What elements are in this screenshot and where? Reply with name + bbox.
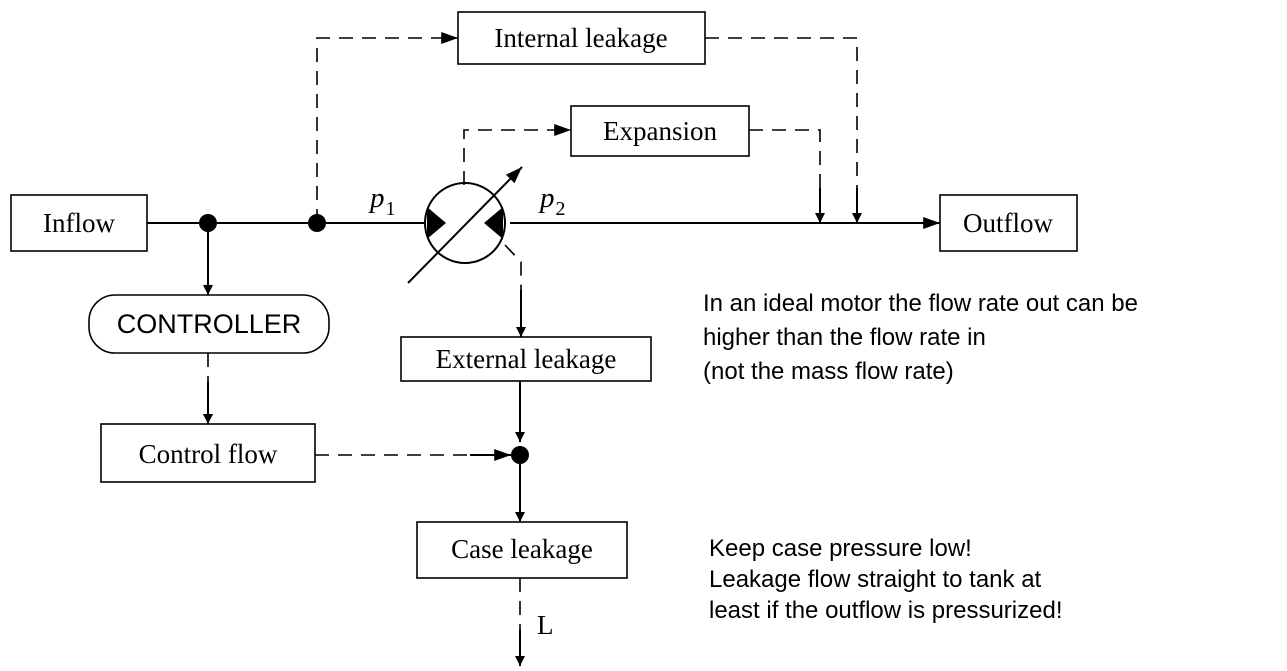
case-pressure-note: Keep case pressure low! Leakage flow str… <box>709 535 1063 624</box>
internal-leakage-label: Internal leakage <box>494 23 667 53</box>
expansion-label: Expansion <box>603 116 717 146</box>
controller-label: CONTROLLER <box>117 309 302 339</box>
controller-block: CONTROLLER <box>88 294 330 354</box>
internal-leakage-return-path <box>705 37 858 210</box>
control-flow-label: Control flow <box>139 439 278 469</box>
internal-leakage-block: Internal leakage <box>457 11 706 65</box>
control-flow-block: Control flow <box>100 423 316 483</box>
outflow-label: Outflow <box>963 208 1053 238</box>
external-leakage-block: External leakage <box>400 336 652 382</box>
outflow-block: Outflow <box>939 194 1078 252</box>
motor-inlet-triangle <box>427 207 446 239</box>
case-leakage-block: Case leakage <box>416 521 628 579</box>
note-line: least if the outflow is pressurized! <box>709 597 1063 624</box>
note-line: In an ideal motor the flow rate out can … <box>703 290 1138 317</box>
external-leakage-drain-path <box>504 244 522 330</box>
note-line: Keep case pressure low! <box>709 535 972 562</box>
p2-symbol: p <box>538 182 555 214</box>
inflow-label: Inflow <box>43 208 115 238</box>
junction-dot-case <box>511 446 529 464</box>
inflow-block: Inflow <box>10 194 148 252</box>
motor-outlet-triangle <box>484 207 503 239</box>
note-line: higher than the flow rate in <box>703 324 986 351</box>
external-leakage-label: External leakage <box>436 344 617 374</box>
expansion-return-path <box>749 129 821 200</box>
drain-label: L <box>537 610 554 640</box>
pressure-p1-label: p1 <box>368 182 396 220</box>
internal-leakage-inlet-path <box>316 32 459 223</box>
note-line: Leakage flow straight to tank at <box>709 566 1042 593</box>
expansion-inlet-path <box>463 124 571 185</box>
note-line: (not the mass flow rate) <box>703 358 954 385</box>
p2-subscript: 2 <box>556 198 566 220</box>
p1-subscript: 1 <box>386 198 396 220</box>
case-leakage-label: Case leakage <box>451 534 593 564</box>
motor-symbol <box>424 182 506 264</box>
p1-symbol: p <box>368 182 385 214</box>
variable-displacement-arrow <box>407 166 523 284</box>
ideal-motor-note: In an ideal motor the flow rate out can … <box>703 290 1138 385</box>
expansion-block: Expansion <box>570 105 750 157</box>
pressure-p2-label: p2 <box>538 182 566 220</box>
